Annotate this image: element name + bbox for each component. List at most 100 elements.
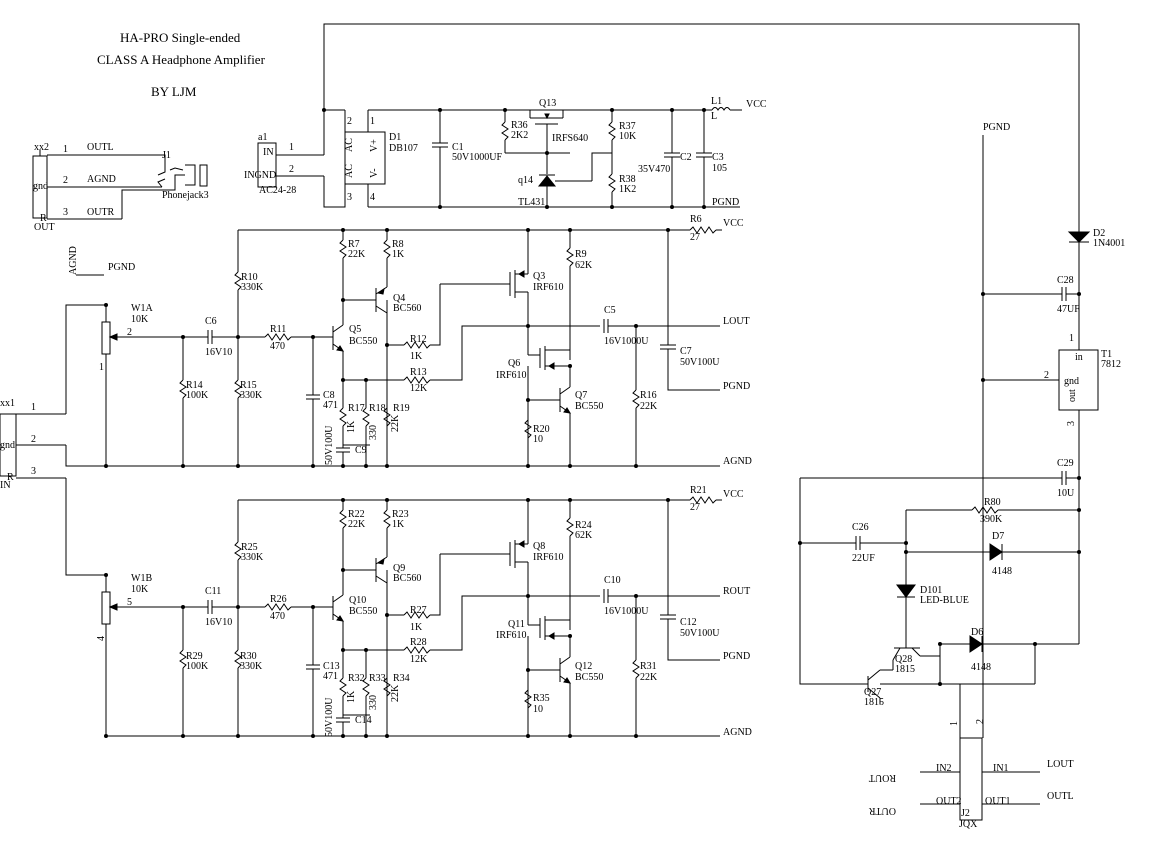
label-j2_p2: 2	[975, 719, 986, 724]
label-w1b_p4: 4	[96, 636, 107, 641]
label-c11_val: 16V10	[205, 617, 232, 628]
label-lout_j: LOUT	[1047, 759, 1074, 770]
label-c13_val: 471	[323, 671, 338, 682]
label-r11: R11	[270, 324, 286, 335]
label-q5: Q5	[349, 324, 361, 335]
label-a1_p2: 2	[289, 164, 294, 175]
label-r23_val: 1K	[392, 519, 405, 530]
label-tl431: TL431	[518, 197, 545, 208]
label-r9: R9	[575, 249, 587, 260]
label-r11_val: 470	[270, 341, 285, 352]
label-q4: Q4	[393, 293, 405, 304]
label-r38: R38	[619, 174, 636, 185]
label-t1_gnd: gnd	[1064, 376, 1079, 387]
label-r8_val: 1K	[392, 249, 405, 260]
label-a1: a1	[258, 132, 267, 143]
label-w1a: W1A	[131, 303, 153, 314]
label-c14: C14	[355, 715, 372, 726]
label-q5_val: BC550	[349, 336, 377, 347]
label-r35: R35	[533, 693, 550, 704]
label-r16: R16	[640, 390, 657, 401]
label-r12_val: 1K	[410, 351, 423, 362]
label-q28: Q28	[895, 654, 912, 665]
power-supply: AC AC V+ V-	[257, 23, 1080, 230]
label-j2: J2	[961, 808, 970, 819]
label-r10_val: 330K	[241, 282, 264, 293]
label-q13_val: IRFS640	[552, 133, 588, 144]
label-r80_val: 390K	[980, 514, 1003, 525]
label-r38_val: 1K2	[619, 184, 636, 195]
label-xx1_gnd: gnd	[0, 440, 15, 451]
label-c26_val: 22UF	[852, 553, 875, 564]
label-xx1_p3: 3	[31, 466, 36, 477]
label-q8: Q8	[533, 541, 545, 552]
label-t1_in: in	[1075, 352, 1083, 363]
label-c5_val: 16V1000U	[604, 336, 649, 347]
label-r32_val: 1K	[346, 690, 357, 703]
input-jack	[0, 304, 108, 576]
label-t1_p1: 1	[1069, 333, 1074, 344]
label-r7: R7	[348, 239, 360, 250]
label-c7_val: 50V100U	[680, 357, 720, 368]
label-c9_val: 50V100U	[324, 425, 335, 465]
label-r12: R12	[410, 334, 427, 345]
label-xx1_p2: 2	[31, 434, 36, 445]
label-j1: J1	[162, 150, 171, 161]
label-w1b_p5: 5	[127, 597, 132, 608]
label-c8_val: 471	[323, 400, 338, 411]
label-xx1_p1: 1	[31, 402, 36, 413]
label-pgnd_r: PGND	[723, 651, 750, 662]
label-r19_val: 22K	[390, 414, 401, 432]
label-xx1: xx1	[0, 398, 15, 409]
label-r34: R34	[393, 673, 410, 684]
label-c12: C12	[680, 617, 697, 628]
label-xx2_p2: 2	[63, 175, 68, 186]
label-d1_p1: 1	[370, 116, 375, 127]
label-r15: R15	[240, 380, 257, 391]
label-r28: R28	[410, 637, 427, 648]
label-t1_out: out	[1067, 389, 1078, 402]
label-r80: R80	[984, 497, 1001, 508]
label-xx2_p3: 3	[63, 207, 68, 218]
label-r24: R24	[575, 520, 592, 531]
label-r25: R25	[241, 542, 258, 553]
label-vcc_top: VCC	[746, 99, 767, 110]
label-r31_val: 22K	[640, 672, 658, 683]
right-channel-amplifier	[101, 496, 723, 739]
label-c28: C28	[1057, 275, 1074, 286]
label-outl_j: OUTL	[1047, 791, 1074, 802]
label-agnd_lbl: AGND	[68, 246, 79, 275]
label-c3: C3	[712, 152, 724, 163]
label-j2_val: JQX	[959, 819, 978, 830]
label-a1_model: AC24-28	[259, 185, 296, 196]
label-c12_val: 50V100U	[680, 628, 720, 639]
output-jack	[32, 150, 208, 220]
label-xx2_out: OUT	[34, 222, 55, 233]
label-c14_val: 50V100U	[324, 697, 335, 737]
label-t1: T1	[1101, 349, 1112, 360]
svg-text:AC: AC	[344, 138, 355, 152]
label-d1_p2: 2	[347, 116, 352, 127]
label-d1_p4: 4	[370, 192, 375, 203]
label-r36: R36	[511, 120, 528, 131]
label-c13: C13	[323, 661, 340, 672]
label-w1a_p2: 2	[127, 327, 132, 338]
label-r10: R10	[241, 272, 258, 283]
label-j2_in1: IN1	[993, 763, 1009, 774]
label-q27_val: 1815	[864, 697, 884, 708]
label-outr_flip: OUTR	[868, 805, 896, 816]
label-pgnd_lbl: PGND	[108, 262, 135, 273]
label-j2_out1: OUT1	[985, 796, 1011, 807]
label-r18_val: 330	[368, 425, 379, 440]
label-outr_net: OUTR	[87, 207, 115, 218]
label-r26: R26	[270, 594, 287, 605]
label-q12_val: BC550	[575, 672, 603, 683]
label-r19: R19	[393, 403, 410, 414]
label-r21: R21	[690, 485, 707, 496]
label-vcc_l: VCC	[723, 218, 744, 229]
label-q6: Q6	[508, 358, 520, 369]
label-r18: R18	[369, 403, 386, 414]
label-pgnd_top: PGND	[712, 197, 739, 208]
label-a1_in: IN	[263, 147, 274, 158]
